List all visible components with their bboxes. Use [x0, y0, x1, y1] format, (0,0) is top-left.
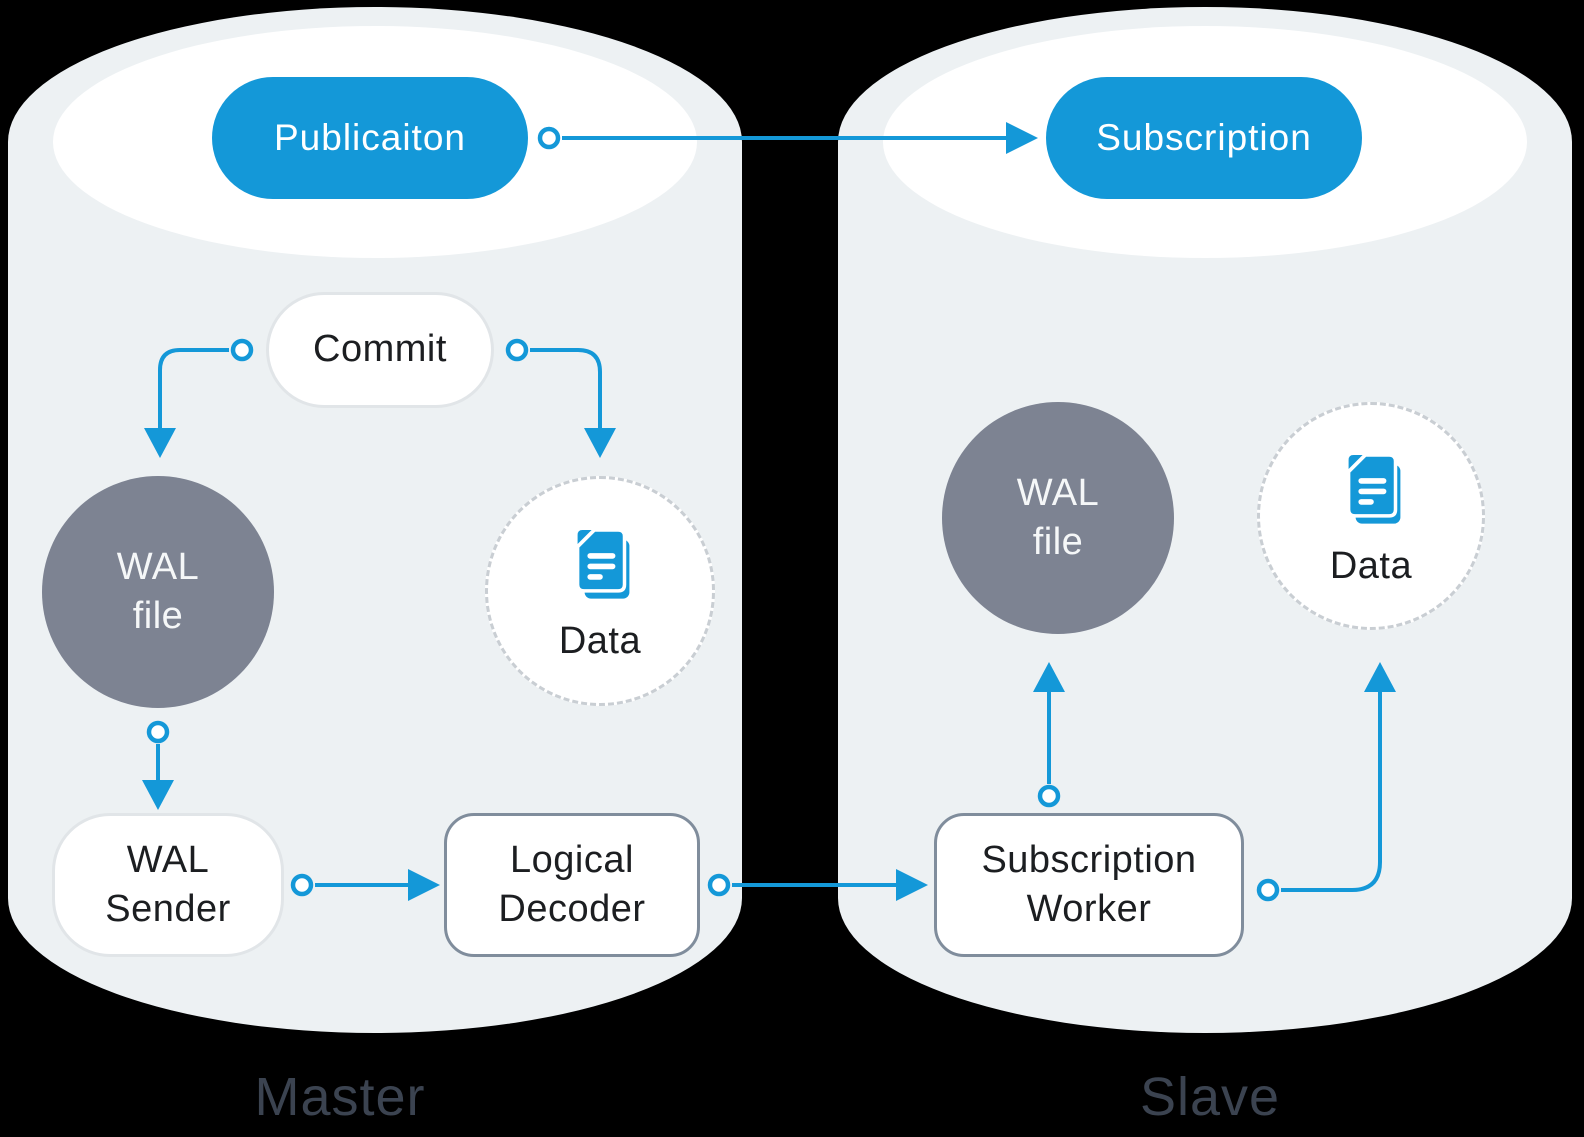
wal-sender-node: WAL Sender — [52, 813, 284, 957]
master-cylinder — [8, 7, 742, 1033]
arrow-commit-to-wal-file — [144, 338, 254, 458]
arrow-publication-to-subscription — [537, 122, 1038, 154]
master-wal-file-label: WAL file — [116, 545, 200, 637]
commit-node: Commit — [266, 292, 494, 408]
arrow-subscription-worker-to-wal-file — [1033, 662, 1065, 808]
publication-node: Publicaiton — [212, 77, 528, 199]
subscription-node: Subscription — [1046, 77, 1362, 199]
logical-decoder-node: Logical Decoder — [444, 813, 700, 957]
slave-section-label: Slave — [1139, 1067, 1281, 1127]
commit-label: Commit — [313, 328, 447, 371]
logical-decoder-label: Logical Decoder — [498, 838, 646, 930]
master-wal-file-node: WAL file — [42, 476, 274, 708]
master-section-label: Master — [254, 1067, 426, 1127]
arrow-subscription-worker-to-data — [1256, 662, 1396, 902]
documents-icon — [1346, 453, 1401, 524]
arrow-wal-sender-to-logical-decoder — [290, 869, 440, 901]
subscription-worker-node: Subscription Worker — [934, 813, 1244, 957]
arrow-wal-file-to-wal-sender — [142, 720, 174, 810]
arrow-commit-to-data — [505, 338, 616, 458]
slave-data-node: Data — [1257, 402, 1485, 630]
slave-wal-file-label: WAL file — [1016, 471, 1100, 563]
slave-cylinder — [838, 7, 1572, 1033]
master-data-node: Data — [485, 476, 715, 706]
subscription-label: Subscription — [1096, 116, 1312, 158]
documents-icon — [575, 528, 630, 599]
wal-sender-label: WAL Sender — [105, 838, 231, 930]
subscription-worker-label: Subscription Worker — [981, 838, 1197, 930]
arrow-logical-decoder-to-subscription-worker — [707, 869, 928, 901]
slave-wal-file-node: WAL file — [942, 402, 1174, 634]
publication-label: Publicaiton — [273, 116, 466, 158]
slave-data-label: Data — [1329, 544, 1413, 587]
master-data-label: Data — [558, 619, 642, 662]
